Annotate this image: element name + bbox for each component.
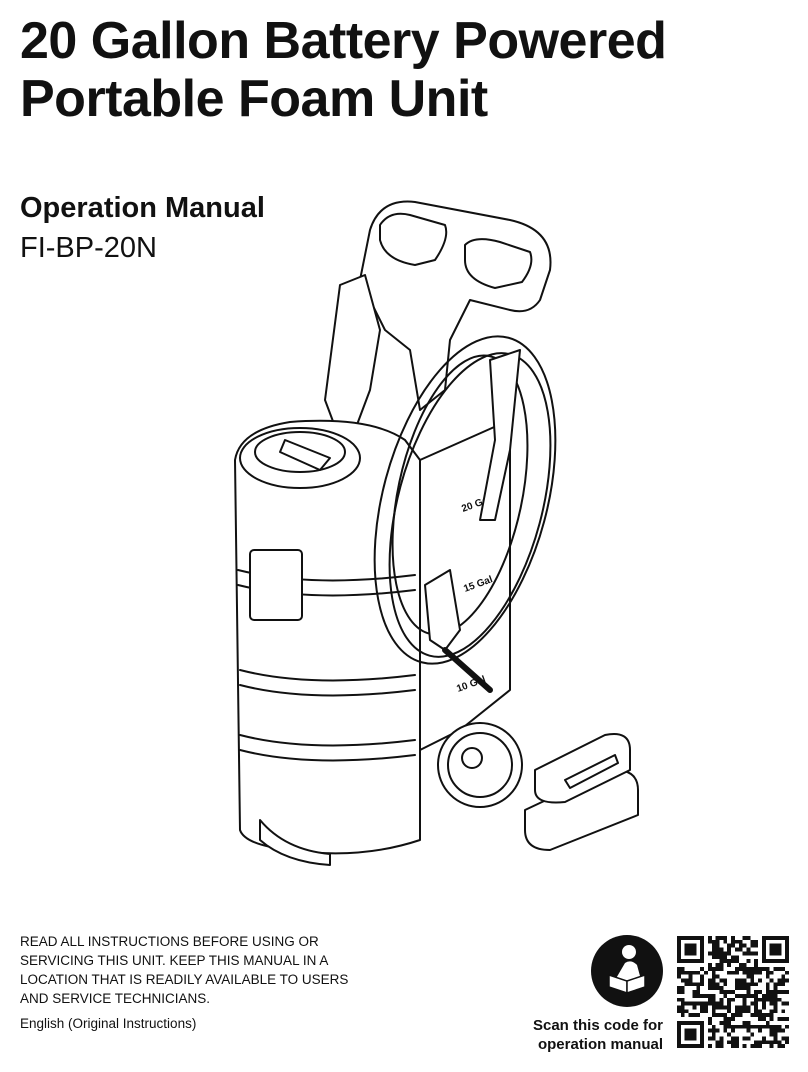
language-note: English (Original Instructions) (20, 1016, 197, 1031)
tank-band-3 (239, 669, 416, 682)
label-panel (249, 549, 303, 621)
battery-window (564, 754, 619, 789)
warning-line-3: LOCATION THAT IS READILY AVAILABLE TO US… (20, 972, 349, 987)
scan-instructions: Scan this code for operation manual (500, 1016, 663, 1054)
scan-line-1: Scan this code for (532, 1017, 663, 1034)
manual-subtitle: Operation Manual (20, 192, 265, 224)
spray-tube (442, 647, 493, 693)
lid-grip (279, 439, 331, 471)
model-number: FI-BP-20N (20, 232, 157, 264)
hose-coil-outer (373, 335, 557, 665)
battery-pack (534, 733, 631, 804)
wheel-hub (461, 747, 483, 769)
foam-unit-illustration: 20 Gal 15 Gal 10 Gal (234, 200, 639, 866)
frame-arm-left (324, 274, 381, 441)
qr-code[interactable] (677, 934, 789, 1050)
tank-band-4 (239, 684, 416, 697)
handle-grip-left (379, 212, 448, 266)
base-foot (259, 819, 331, 866)
spray-wand (424, 569, 461, 651)
warning-line-1: READ ALL INSTRUCTIONS BEFORE USING OR (20, 934, 319, 949)
scan-line-2: operation manual (537, 1036, 663, 1053)
warning-line-4: AND SERVICE TECHNICIANS. (20, 991, 211, 1006)
safety-warning: READ ALL INSTRUCTIONS BEFORE USING OR SE… (20, 932, 380, 1008)
tank-band-5 (239, 734, 416, 747)
warning-line-2: SERVICING THIS UNIT. KEEP THIS MANUAL IN… (20, 953, 329, 968)
tank-band-6 (239, 749, 416, 762)
read-manual-icon (591, 935, 663, 1007)
title-line-1: 20 Gallon Battery Powered (20, 12, 667, 70)
document-title: 20 Gallon Battery Powered Portable Foam … (20, 12, 667, 128)
hose-hanger (479, 349, 521, 521)
handle-grip-right (464, 238, 533, 289)
title-line-2: Portable Foam Unit (20, 70, 488, 128)
